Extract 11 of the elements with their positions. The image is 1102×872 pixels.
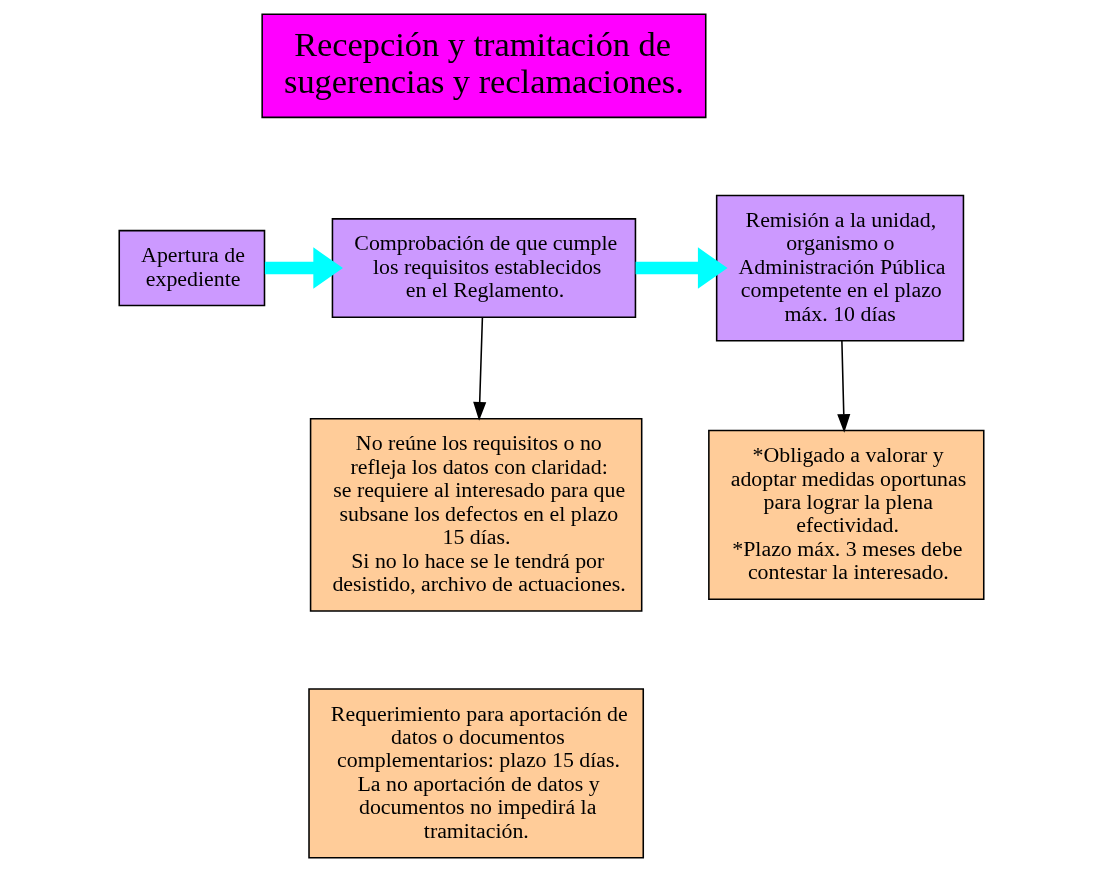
node-box: Apertura de expediente <box>117 229 265 307</box>
node-box: Comprobación de que cumple los requisitos establecidos en el Reglamento. <box>331 218 636 319</box>
node-box: Remisión a la unidad, organismo o Administración Pública competente en el plazo máx. 10 días <box>715 194 964 342</box>
node-box: Requerimiento para aportación de datos o documentos complementarios: plazo 15 días. La no aportación de datos y documentos no impedirá la tramitación. <box>307 688 644 859</box>
node-box: No reúne los requisitos o no refleja los datos con claridad: se requiere al interesado para que subsane los defectos en el plazo 15 días. Si no lo hace se le tendrá por desistido, archivo de actuaciones. <box>309 418 642 612</box>
arrow <box>836 340 850 433</box>
node-box: Recepción y tramitación de sugerencias y reclamaciones. <box>260 13 706 119</box>
arrow <box>635 247 728 289</box>
node-box: *Obligado a valorar y adoptar medidas oportunas para lograr la plena efectividad. *Plazo máx. 3 meses debe contestar la interesado. <box>707 429 985 600</box>
arrow <box>472 317 486 421</box>
arrow <box>264 247 343 289</box>
